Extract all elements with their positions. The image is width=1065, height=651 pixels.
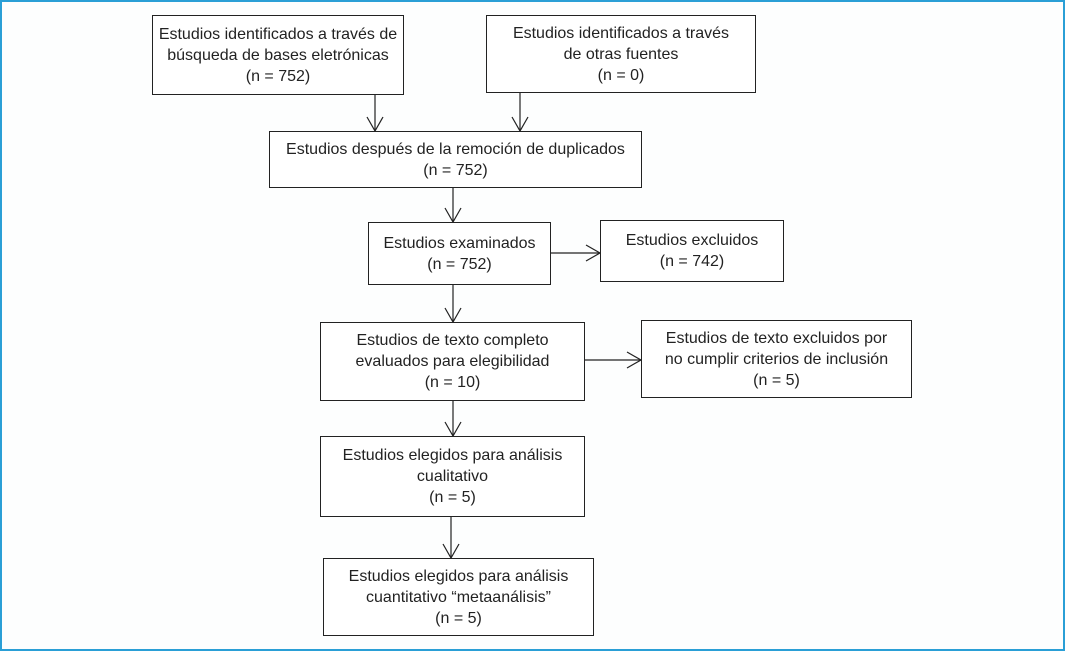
box-after-duplicates: Estudios después de la remoción de dupli… — [269, 131, 642, 188]
box-count: (n = 5) — [435, 609, 482, 627]
box-count: (n = 0) — [597, 66, 645, 84]
box-line: Estudios excluidos — [625, 232, 759, 249]
box-line: evaluados para elegibilidad — [355, 353, 550, 370]
box-count: (n = 752) — [245, 67, 311, 85]
box-count: (n = 5) — [429, 489, 476, 506]
box-count: (n = 5) — [753, 371, 800, 389]
arrow-fulltext-to-excluded — [585, 351, 643, 369]
arrow-screened-to-fulltext — [444, 285, 462, 324]
arrow-screened-to-excluded — [551, 244, 602, 262]
box-line: Estudios elegidos para análisis — [348, 567, 569, 585]
box-fulltext-excluded: Estudios de texto excluidos por no cumpl… — [641, 320, 912, 398]
arrow-search-to-dedup — [366, 95, 384, 133]
box-line: cualitativo — [416, 468, 489, 485]
box-count: (n = 752) — [423, 161, 488, 179]
arrow-dedup-to-screened — [444, 188, 462, 224]
box-line: cuantitativo “metaanálisis” — [366, 588, 551, 606]
arrow-fulltext-to-qualitative — [444, 401, 462, 438]
box-quantitative: Estudios elegidos para análisis cuantita… — [323, 558, 594, 636]
box-line: no cumplir criterios de inclusión — [664, 350, 889, 368]
box-other-sources: Estudios identificados a través de otras… — [486, 15, 756, 93]
box-line: Estudios elegidos para análisis — [342, 447, 563, 464]
box-count: (n = 752) — [427, 255, 492, 273]
box-line: búsqueda de bases eletrónicas — [167, 46, 389, 64]
box-line: Estudios después de la remoción de dupli… — [286, 140, 625, 158]
box-qualitative: Estudios elegidos para análisis cualitat… — [320, 436, 585, 517]
box-screened: Estudios examinados (n = 752) — [368, 222, 551, 285]
box-count: (n = 10) — [424, 374, 481, 391]
arrow-other-to-dedup — [511, 93, 529, 133]
box-database-search: Estudios identificados a través de búsqu… — [152, 15, 404, 95]
arrow-qualitative-to-quantitative — [442, 517, 460, 560]
box-excluded: Estudios excluidos (n = 742) — [600, 220, 784, 282]
box-line: Estudios identificados a través — [512, 24, 730, 42]
box-line: Estudios examinados — [383, 234, 536, 252]
box-fulltext-assessed: Estudios de texto completo evaluados par… — [320, 322, 585, 401]
box-line: de otras fuentes — [563, 45, 679, 63]
box-line: Estudios de texto excluidos por — [665, 329, 888, 347]
box-line: Estudios identificados a través de — [158, 25, 398, 43]
box-line: Estudios de texto completo — [356, 332, 549, 349]
box-count: (n = 742) — [659, 253, 725, 270]
